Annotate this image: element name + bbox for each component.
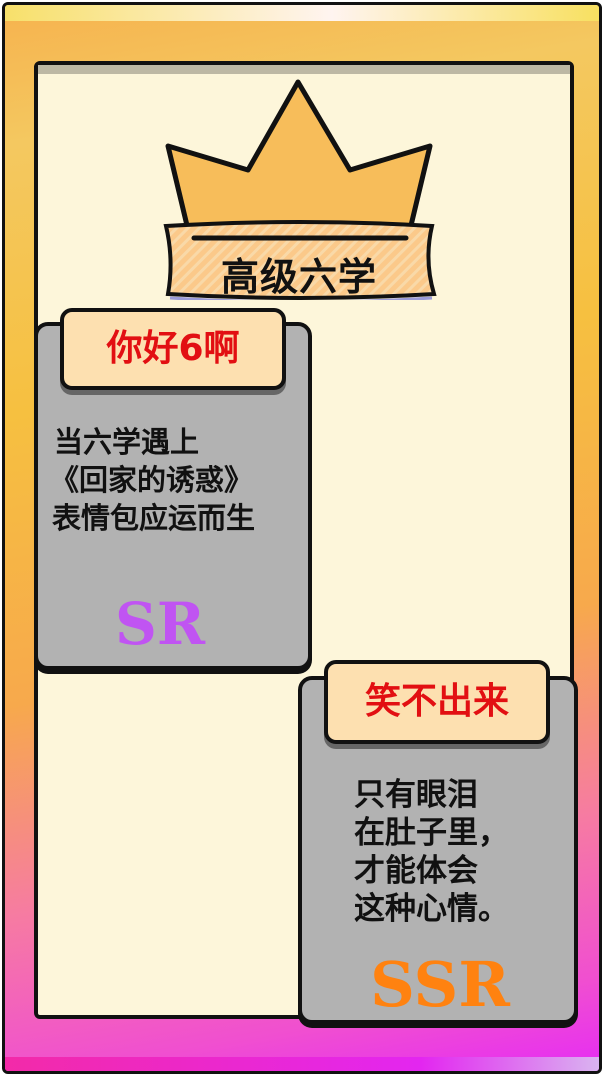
title-banner [163, 220, 437, 300]
card-sr-tag: 你好6啊 [60, 308, 286, 390]
card-ssr-line-3: 才能体会 [354, 853, 478, 889]
card-sr-line-2: 《回家的诱惑》 [50, 463, 254, 497]
card-sr-line-3: 表情包应运而生 [52, 501, 256, 535]
card-sr-rarity: SR [114, 590, 206, 658]
card-ssr-rarity: SSR [370, 948, 510, 1021]
page-title: 高级六学 [220, 255, 377, 299]
panel-top-shade [38, 65, 570, 74]
card-ssr-line-2: 在肚子里， [354, 815, 509, 851]
card-ssr-tag: 笑不出来 [324, 660, 550, 744]
frame-top-highlight [5, 5, 599, 21]
card-ssr-line-1: 只有眼泪 [354, 777, 478, 813]
card-ssr-line-4: 这种心情。 [354, 891, 509, 927]
card-sr-line-1: 当六学遇上 [54, 425, 200, 459]
frame-bottom-band [5, 1057, 599, 1071]
